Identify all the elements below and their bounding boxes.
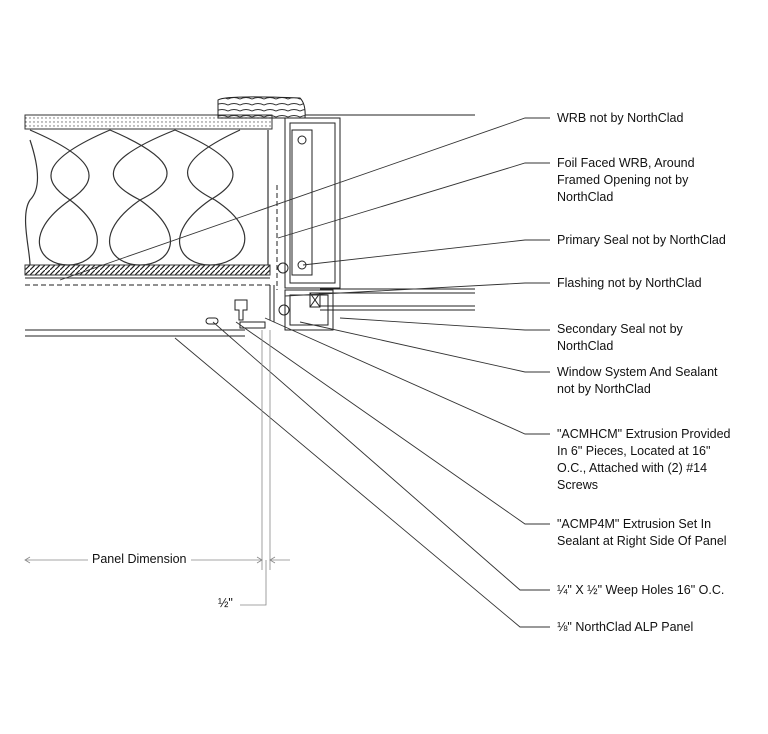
primary-seal-bead (277, 262, 289, 274)
window-jamb-insert (291, 129, 313, 276)
callout-weep-holes: ¼" X ½" Weep Holes 16" O.C. (557, 583, 725, 597)
leader-alp-panel (174, 337, 550, 628)
flashing (269, 285, 275, 322)
leader-window-system (299, 321, 550, 373)
leader-foil-wrb (277, 162, 550, 239)
wood-blocking (217, 96, 306, 119)
callout-wrb: WRB not by NorthClad (557, 111, 684, 125)
screw-icon (297, 135, 307, 145)
sheathing (24, 114, 273, 130)
leader-acmhcm (264, 317, 550, 435)
acmp4m-extrusion (239, 321, 266, 329)
callout-flashing: Flashing not by NorthClad (557, 276, 702, 290)
window-frame-inner (289, 122, 336, 284)
callout-foil-wrb: Foil Faced WRB, Around Framed Opening no… (557, 156, 695, 204)
weep-hole (205, 317, 219, 325)
batt-insulation (24, 129, 269, 266)
panel-dimension-label: Panel Dimension (88, 552, 191, 566)
secondary-seal-bead (278, 304, 290, 316)
gap-dimension-label: ½" (218, 596, 233, 610)
callout-primary-seal: Primary Seal not by NorthClad (557, 233, 726, 247)
leader-wrb (59, 117, 550, 281)
callout-window-system: Window System And Sealant not by NorthCl… (557, 365, 718, 396)
acmhcm-extrusion (234, 299, 248, 321)
leader-lines (59, 117, 550, 628)
leader-acmp4m (235, 321, 550, 525)
leader-flashing (284, 282, 550, 297)
leader-primary-seal (302, 239, 550, 266)
leader-weep-holes (212, 321, 550, 591)
leader-secondary-seal (339, 317, 550, 331)
alp-panel (25, 329, 245, 337)
rigid-insulation (24, 264, 271, 276)
callout-acmp4m: "ACMP4M" Extrusion Set In Sealant at Rig… (557, 517, 727, 548)
setting-block (309, 292, 321, 308)
callout-alp-panel: ⅛" NorthClad ALP Panel (557, 620, 694, 634)
callout-acmhcm: "ACMHCM" Extrusion Provided In 6" Pieces… (557, 427, 731, 492)
window-frame (284, 117, 341, 289)
callout-secondary-seal: Secondary Seal not by NorthClad (557, 322, 683, 353)
glazing (320, 288, 475, 311)
